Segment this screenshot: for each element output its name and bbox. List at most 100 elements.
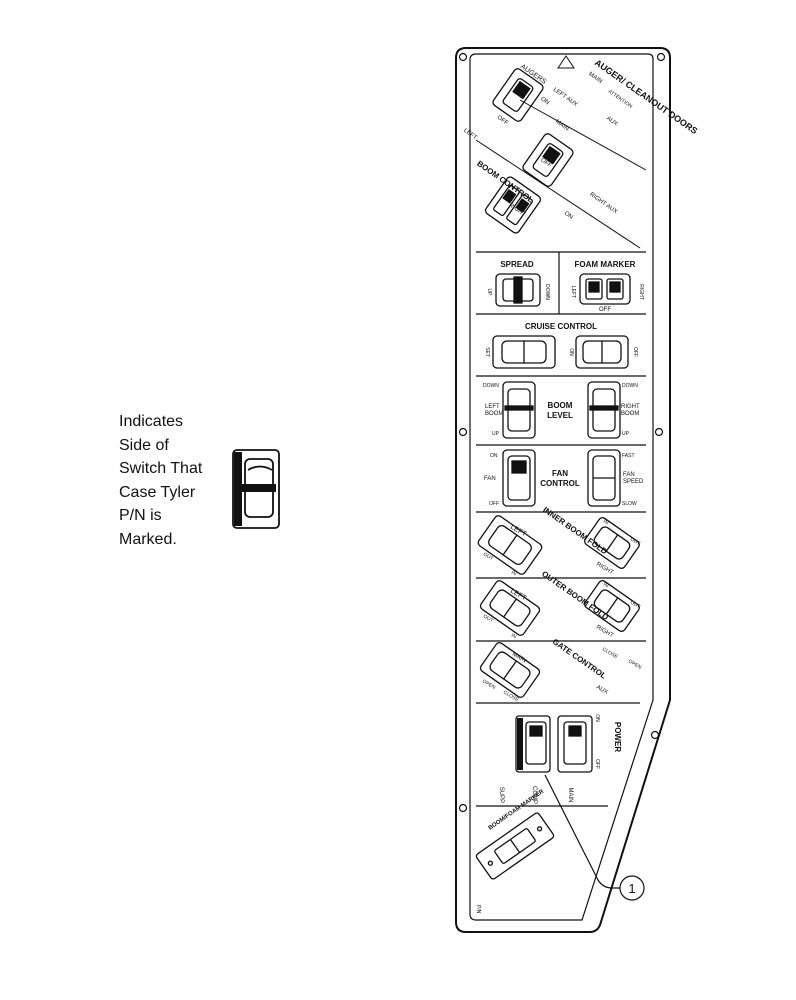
inner-right-out-label: OUT: [629, 537, 641, 547]
outer-right-in-label: IN: [602, 582, 610, 590]
right-boom-level-switch[interactable]: [587, 381, 621, 439]
power-off-label: OFF: [594, 759, 600, 769]
bottom-connector-label: BOOM/FOAM MARKER: [488, 788, 546, 831]
gate-aux-label: AUX: [595, 685, 609, 696]
legend-line: Side of: [119, 436, 169, 454]
auger-right-aux-switch[interactable]: [521, 132, 574, 188]
main-power-label: MAIN: [567, 788, 573, 803]
foam-marker-title: FOAM MARKER: [575, 260, 636, 269]
inner-right-switch[interactable]: [583, 516, 641, 570]
auger-section: AUGER/ CLEANOUT DOORS ATTENTION AUGERS L…: [462, 57, 700, 221]
foam-off-label: OFF: [599, 307, 611, 313]
spread-down-label: DOWN: [544, 284, 550, 300]
comp-label: COMP: [531, 786, 537, 804]
mounting-hole: [656, 52, 666, 62]
power-on-label: ON: [594, 714, 600, 722]
switch-panel: [455, 47, 671, 933]
boom-level-title-1: BOOM: [548, 401, 573, 410]
auger-title: AUGER/ CLEANOUT DOORS: [593, 57, 700, 136]
outer-left-switch[interactable]: [479, 579, 541, 637]
fan-off-label: OFF: [489, 501, 499, 507]
outer-right-switch[interactable]: [583, 579, 641, 633]
fan-slow-label: SLOW: [622, 501, 637, 507]
aux-label: AUX: [605, 116, 619, 128]
gate-aux-close-label: CLOSE: [601, 647, 619, 661]
inner-right-in-label: IN: [602, 519, 610, 527]
augers-label: AUGERS: [519, 63, 548, 86]
inner-right-label: RIGHT: [595, 562, 614, 577]
connector-plate: [475, 812, 555, 880]
inner-boom-fold-title: INNER BOOM FOLD: [541, 505, 609, 556]
fan-on-label: ON: [490, 453, 498, 459]
off-label: OFF: [496, 115, 510, 127]
spread-up-label: UP: [486, 289, 492, 297]
legend-line: Indicates: [119, 413, 184, 430]
fan-control-title-2: CONTROL: [540, 479, 580, 488]
outer-right-out-label: OUT: [629, 600, 641, 610]
on-label: ON: [539, 96, 550, 106]
on-label-2: ON: [563, 211, 574, 221]
legend-line: Case Tyler: [119, 483, 196, 501]
cruise-set-label: SET: [484, 347, 490, 357]
fan-control-title-1: FAN: [552, 469, 568, 478]
outer-right-label: RIGHT: [595, 625, 614, 640]
inner-left-switch[interactable]: [477, 514, 544, 576]
legend-text: Indicates Side of Switch That Case Tyler…: [119, 410, 239, 551]
auger-diagonal: [475, 139, 641, 249]
foam-left-label: LEFT: [570, 286, 576, 298]
boom-right-down-label: DOWN: [622, 383, 638, 389]
callout-leader: [544, 774, 645, 901]
main-label: MAIN: [587, 71, 603, 85]
fan-fast-label: FAST: [622, 453, 635, 459]
legend-line: P/N is: [119, 507, 162, 524]
outer-boom-fold-title: OUTER BOOM FOLD: [540, 569, 610, 622]
legend-line: Switch That: [119, 460, 203, 477]
legend-switch-icon: [232, 449, 280, 529]
boom-left-up-label: UP: [492, 431, 500, 437]
cruise-on-label: ON: [568, 348, 574, 356]
fan-on-off-switch[interactable]: [502, 449, 536, 507]
right-boom-label-2: BOOM: [621, 411, 639, 417]
fan-speed-label-2: SPEED: [623, 479, 644, 485]
mounting-hole: [458, 803, 468, 813]
fan-label: FAN: [484, 476, 496, 482]
power-title: POWER: [613, 722, 622, 752]
boom-left-down-label: DOWN: [483, 383, 499, 389]
left-aux-label: LEFT AUX: [552, 87, 579, 108]
mounting-hole: [458, 52, 468, 62]
spread-switch[interactable]: [495, 273, 541, 307]
left-boom-level-switch[interactable]: [502, 381, 536, 439]
panel-code-label: P/N: [475, 905, 481, 914]
inner-left-out-label: OUT: [482, 552, 494, 562]
leader-line: [544, 774, 620, 889]
left-boom-label-1: LEFT: [485, 404, 500, 410]
main-power-switch[interactable]: [557, 715, 593, 773]
legend-rocker-curve: [247, 465, 273, 471]
cruise-set-switch[interactable]: [492, 335, 556, 369]
fan-speed-switch[interactable]: [587, 449, 621, 507]
warning-icon: [557, 55, 575, 69]
boom-right-up-label: UP: [622, 431, 630, 437]
panel-outline: [455, 47, 671, 933]
main-label-2: MAIN: [554, 119, 570, 133]
attention-label: ATTENTION: [607, 89, 634, 110]
boom-level-title-2: LEVEL: [547, 411, 573, 420]
comp-power-switch[interactable]: [515, 715, 551, 773]
panel-inner-border: [469, 53, 654, 921]
off-label-2: OFF: [539, 157, 553, 169]
auger-main-switch[interactable]: [491, 67, 544, 123]
boom-control-switch[interactable]: [484, 176, 542, 235]
mounting-hole: [654, 427, 664, 437]
auger-switches: [484, 67, 574, 235]
gate-main-switch[interactable]: [479, 641, 541, 699]
right-boom-label-1: RIGHT: [621, 404, 640, 410]
cruise-on-off-switch[interactable]: [575, 335, 629, 369]
auger-diagonal: [519, 99, 647, 171]
mounting-hole: [650, 730, 660, 740]
legend-marked-side: [234, 452, 242, 526]
outer-left-out-label: OUT: [482, 614, 494, 624]
foam-marker-switch[interactable]: [579, 273, 631, 305]
foam-right-label: RIGHT: [638, 284, 644, 300]
